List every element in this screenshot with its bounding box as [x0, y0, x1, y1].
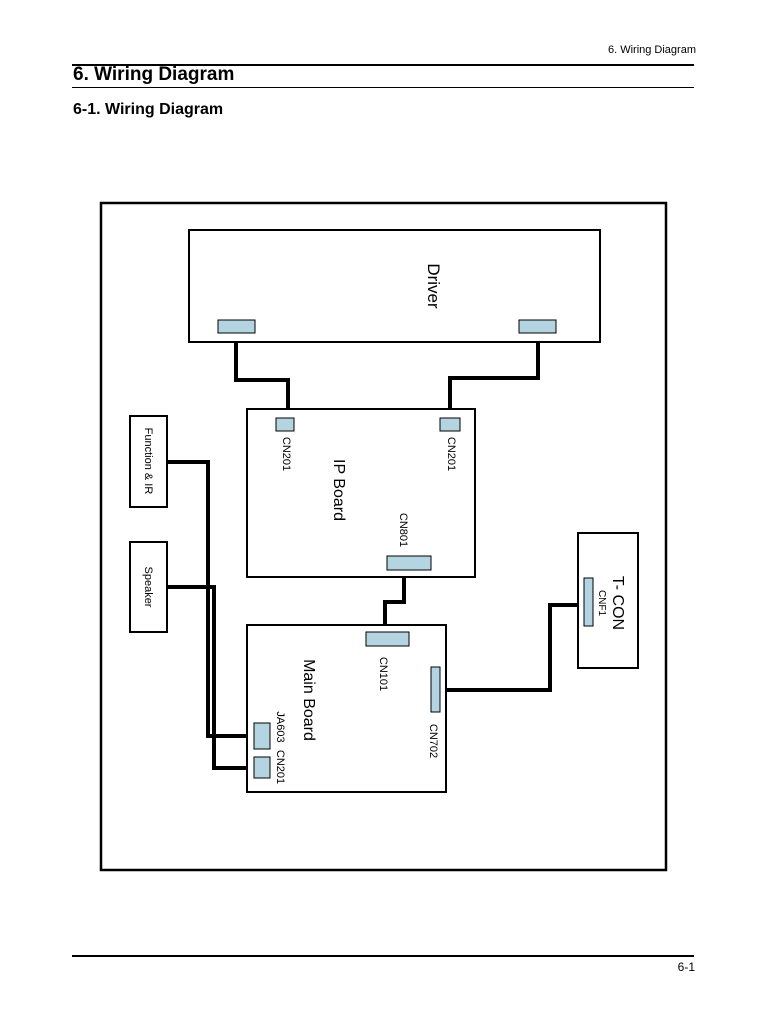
main-cn101-label: CN101 [377, 657, 389, 691]
ip-board-label: IP Board [330, 459, 347, 521]
speaker-box [129, 541, 168, 633]
ip-cn801-connector [386, 555, 432, 571]
ip-cn201-left-label: CN201 [280, 437, 292, 471]
main-cn201-connector [253, 756, 271, 779]
wire-driver-ip-right [448, 333, 540, 418]
driver-board: Driver [188, 229, 601, 343]
footer-rule [72, 955, 694, 957]
wire-main-tcon [441, 603, 584, 692]
ip-cn201-right-label: CN201 [445, 437, 457, 471]
header-rule [72, 64, 694, 66]
page-number: 6-1 [677, 960, 695, 974]
tcon-cnf1-connector [583, 577, 594, 627]
ip-cn201-right-connector [439, 417, 461, 432]
wire-function-ir [168, 460, 254, 738]
ip-board: IP Board CN201 CN201 CN801 [246, 408, 476, 578]
main-ja603-label: JA603 [274, 711, 286, 742]
ip-cn801-label: CN801 [397, 513, 409, 547]
section-title: 6. Wiring Diagram [73, 64, 235, 85]
main-cn101-connector [365, 631, 410, 647]
driver-connector-right [518, 319, 557, 334]
ip-cn201-left-connector [275, 417, 295, 432]
main-board: Main Board CN101 CN702 JA603 CN201 [246, 624, 447, 793]
driver-label: Driver [424, 263, 443, 309]
main-cn702-label: CN702 [427, 724, 439, 758]
running-header: 6. Wiring Diagram [607, 44, 696, 56]
main-board-box [246, 624, 447, 793]
subsection-title: 6-1. Wiring Diagram [73, 101, 224, 118]
function-ir-box [129, 415, 168, 508]
main-cn201-label: CN201 [274, 750, 286, 784]
function-ir-board: Function & IR [129, 415, 168, 508]
wire-driver-ip-left [234, 333, 290, 418]
title-underline [72, 87, 694, 88]
main-board-label: Main Board [300, 659, 317, 741]
tcon-board: T- CON CNF1 [577, 532, 639, 669]
main-ja603-connector [253, 722, 271, 750]
speaker-board: Speaker [129, 541, 168, 633]
ip-board-box [246, 408, 476, 578]
wire-speaker [168, 585, 254, 770]
driver-connector-left [217, 319, 256, 334]
diagram-frame [99, 201, 668, 872]
function-ir-label: Function & IR [142, 428, 154, 495]
main-cn702-connector [430, 666, 441, 713]
tcon-label: T- CON [609, 576, 626, 630]
speaker-label: Speaker [142, 567, 154, 608]
wires [168, 333, 584, 770]
tcon-cnf1-label: CNF1 [596, 590, 607, 617]
wire-ip-main [383, 570, 406, 632]
